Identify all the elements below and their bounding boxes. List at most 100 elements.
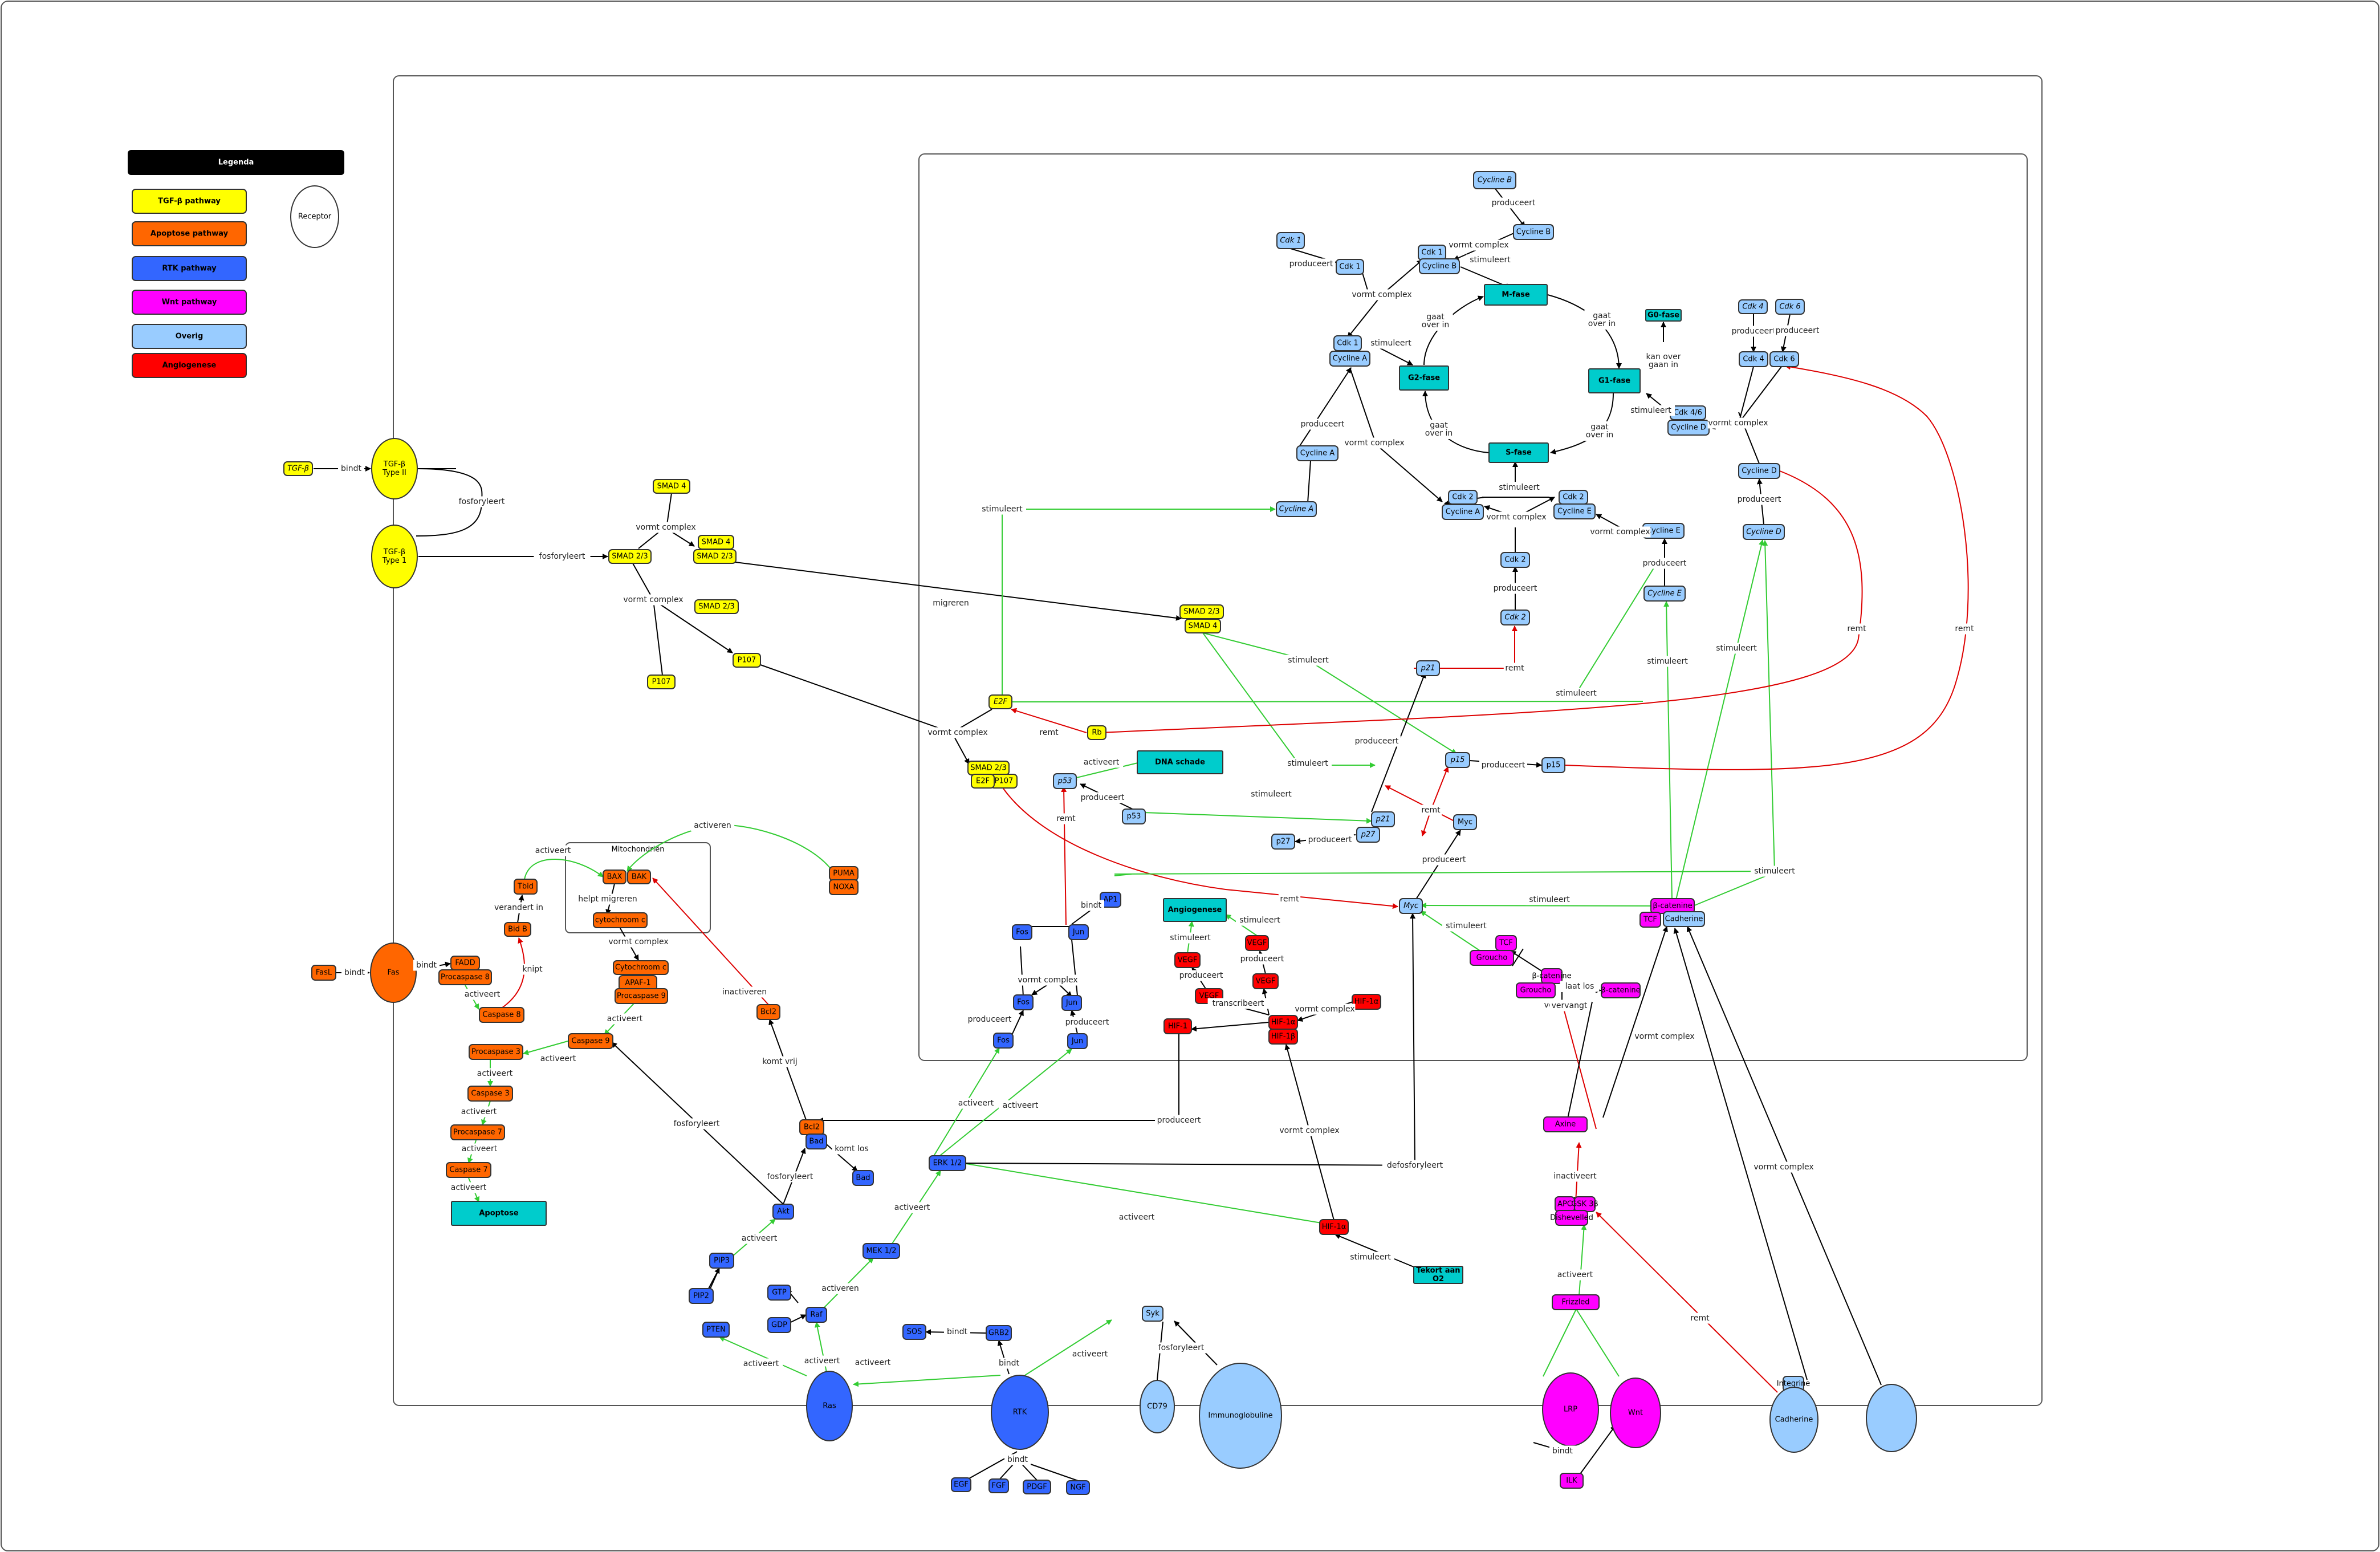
node-tbid[interactable]: Tbid xyxy=(514,879,538,895)
node-cyc-a-g[interactable]: Cycline A xyxy=(1276,501,1317,517)
node-ras[interactable]: Ras xyxy=(806,1371,853,1441)
node-procasp3[interactable]: Procaspase 3 xyxy=(469,1044,523,1060)
node-g2-fase[interactable]: G2-fase xyxy=(1399,365,1449,391)
node-bcl2-b[interactable]: Bcl2 xyxy=(799,1119,824,1135)
node-hif1b[interactable]: HIF-1β xyxy=(1268,1029,1298,1045)
node-grb2[interactable]: GRB2 xyxy=(986,1325,1012,1341)
node-myc-a[interactable]: Myc xyxy=(1453,814,1477,830)
node-p15-b[interactable]: p15 xyxy=(1541,757,1565,773)
node-noxa[interactable]: NOXA xyxy=(829,879,859,895)
node-fos-a[interactable]: Fos xyxy=(1012,924,1032,940)
node-e2f-b[interactable]: E2F xyxy=(971,774,995,789)
node-jun-a[interactable]: Jun xyxy=(1068,924,1089,940)
node-ngf[interactable]: NGF xyxy=(1066,1480,1090,1495)
node-bak-a[interactable]: BAK xyxy=(627,870,651,884)
node-frizzled[interactable]: Frizzled xyxy=(1552,1294,1600,1310)
node-cdk4-g[interactable]: Cdk 4 xyxy=(1738,299,1768,314)
node-hif1a-c[interactable]: HIF-1α xyxy=(1319,1219,1349,1235)
node-vegf-b[interactable]: VEGF xyxy=(1252,973,1279,989)
node-procasp7[interactable]: Procaspase 7 xyxy=(450,1124,505,1140)
node-syk[interactable]: Syk xyxy=(1142,1306,1163,1322)
node-ilk[interactable]: ILK xyxy=(1560,1473,1584,1489)
node-rtk[interactable]: RTK xyxy=(991,1375,1049,1450)
node-bax-a[interactable]: BAX xyxy=(603,870,626,884)
node-wnt[interactable]: Wnt xyxy=(1610,1378,1661,1448)
node-dna[interactable]: DNA schade xyxy=(1137,750,1223,774)
node-tcf-b[interactable]: TCF xyxy=(1495,935,1517,951)
node-cyc-a-c[interactable]: Cycline A xyxy=(1329,351,1370,367)
node-cd79[interactable]: CD79 xyxy=(1140,1380,1175,1433)
node-procasp8[interactable]: Procaspase 8 xyxy=(438,969,492,985)
node-fadd[interactable]: FADD xyxy=(450,956,480,970)
node-bcat-c[interactable]: β-catenine xyxy=(1601,982,1641,998)
node-p107-b[interactable]: P107 xyxy=(733,653,761,668)
node-e2f-a[interactable]: E2F xyxy=(988,694,1012,709)
node-casp9[interactable]: Caspase 9 xyxy=(568,1033,613,1049)
node-p21-a[interactable]: p21 xyxy=(1416,660,1440,676)
node-myc-b[interactable]: Myc xyxy=(1399,898,1423,914)
node-casp7[interactable]: Caspase 7 xyxy=(446,1162,491,1178)
node-cadherine[interactable]: Cadherine xyxy=(1769,1387,1818,1453)
node-tgfb[interactable]: TGF-β xyxy=(283,461,313,476)
node-p27-b[interactable]: p27 xyxy=(1271,834,1295,850)
node-cdk1-d[interactable]: Cdk 1 xyxy=(1333,335,1362,351)
node-cdk6-p[interactable]: Cdk 6 xyxy=(1769,351,1799,367)
node-ap1[interactable]: AP1 xyxy=(1100,892,1121,908)
node-cyc-a-p[interactable]: Cycline A xyxy=(1296,445,1339,461)
node-cdk2-b[interactable]: Cdk 2 xyxy=(1559,490,1588,505)
node-cdk1-g-a[interactable]: Cdk 1 xyxy=(1276,232,1305,249)
node-bad[interactable]: Bad xyxy=(805,1133,827,1149)
node-smad4-a[interactable]: SMAD 4 xyxy=(653,479,690,494)
node-cadh-c[interactable]: Cadherine xyxy=(1663,911,1705,927)
node-casp8[interactable]: Caspase 8 xyxy=(479,1007,524,1023)
node-hif1a[interactable]: HIF-1α xyxy=(1268,1015,1298,1030)
node-akt[interactable]: Akt xyxy=(772,1204,794,1220)
node-cyc-e-g[interactable]: Cycline E xyxy=(1643,586,1686,602)
node-cyc-d-g[interactable]: Cycline D xyxy=(1743,524,1785,540)
node-puma[interactable]: PUMA xyxy=(829,866,859,881)
node-g1-fase[interactable]: G1-fase xyxy=(1588,368,1641,393)
node-cdk4-p[interactable]: Cdk 4 xyxy=(1739,351,1768,367)
node-cdk1-c[interactable]: Cdk 1 xyxy=(1418,245,1446,261)
node-cyc-d-c[interactable]: Cycline D xyxy=(1667,420,1710,436)
node-pdgf[interactable]: PDGF xyxy=(1023,1480,1051,1494)
node-rb[interactable]: Rb xyxy=(1087,725,1106,740)
node-fas[interactable]: Fas xyxy=(370,942,417,1003)
node-cyc-b-p[interactable]: Cycline B xyxy=(1513,224,1554,240)
node-pip3[interactable]: PIP3 xyxy=(709,1253,734,1269)
node-p15-a[interactable]: p15 xyxy=(1445,752,1470,768)
node-fos-b[interactable]: Fos xyxy=(1013,994,1034,1010)
node-cytc[interactable]: Cytochroom c xyxy=(613,960,669,975)
node-cyc-d-p[interactable]: Cycline D xyxy=(1738,463,1780,479)
node-g0-fase[interactable]: G0-fase xyxy=(1645,309,1682,322)
node-smad4-b[interactable]: SMAD 4 xyxy=(698,535,734,550)
node-p107-a[interactable]: P107 xyxy=(647,675,676,689)
node-sos[interactable]: SOS xyxy=(902,1324,926,1340)
node-smad23-d[interactable]: SMAD 2/3 xyxy=(1179,604,1224,619)
node-bcl2-a[interactable]: Bcl2 xyxy=(756,1004,780,1020)
node-smad4-d[interactable]: SMAD 4 xyxy=(1185,619,1221,633)
node-smad23-e[interactable]: SMAD 2/3 xyxy=(967,761,1010,775)
node-mek[interactable]: MEK 1/2 xyxy=(863,1243,900,1259)
node-cyc-b-g[interactable]: Cycline B xyxy=(1473,171,1516,189)
node-cdk2-a[interactable]: Cdk 2 xyxy=(1448,490,1478,505)
node-egf[interactable]: EGF xyxy=(951,1477,971,1492)
node-groucho-b[interactable]: Groucho xyxy=(1516,982,1556,998)
node-groucho[interactable]: Groucho xyxy=(1470,950,1514,966)
node-p53-a[interactable]: p53 xyxy=(1053,773,1077,789)
node-gtp[interactable]: GTP xyxy=(767,1285,791,1301)
node-erk[interactable]: ERK 1/2 xyxy=(929,1155,966,1171)
node-casp3[interactable]: Caspase 3 xyxy=(467,1086,513,1102)
node-raf[interactable]: Raf xyxy=(805,1307,827,1323)
node-p21-b[interactable]: p21 xyxy=(1371,811,1395,827)
node-cdk6-g[interactable]: Cdk 6 xyxy=(1775,299,1805,315)
node-fgf[interactable]: FGF xyxy=(988,1478,1009,1493)
node-dsh[interactable]: Dishevelled xyxy=(1550,1210,1593,1226)
node-pip2[interactable]: PIP2 xyxy=(689,1288,714,1304)
node-cdk46[interactable]: Cdk 4/6 xyxy=(1670,405,1706,420)
node-cdk2-g[interactable]: Cdk 2 xyxy=(1500,610,1530,625)
node-hif1a-b[interactable]: HIF-1α xyxy=(1352,994,1381,1010)
node-p27-a[interactable]: p27 xyxy=(1356,827,1380,843)
